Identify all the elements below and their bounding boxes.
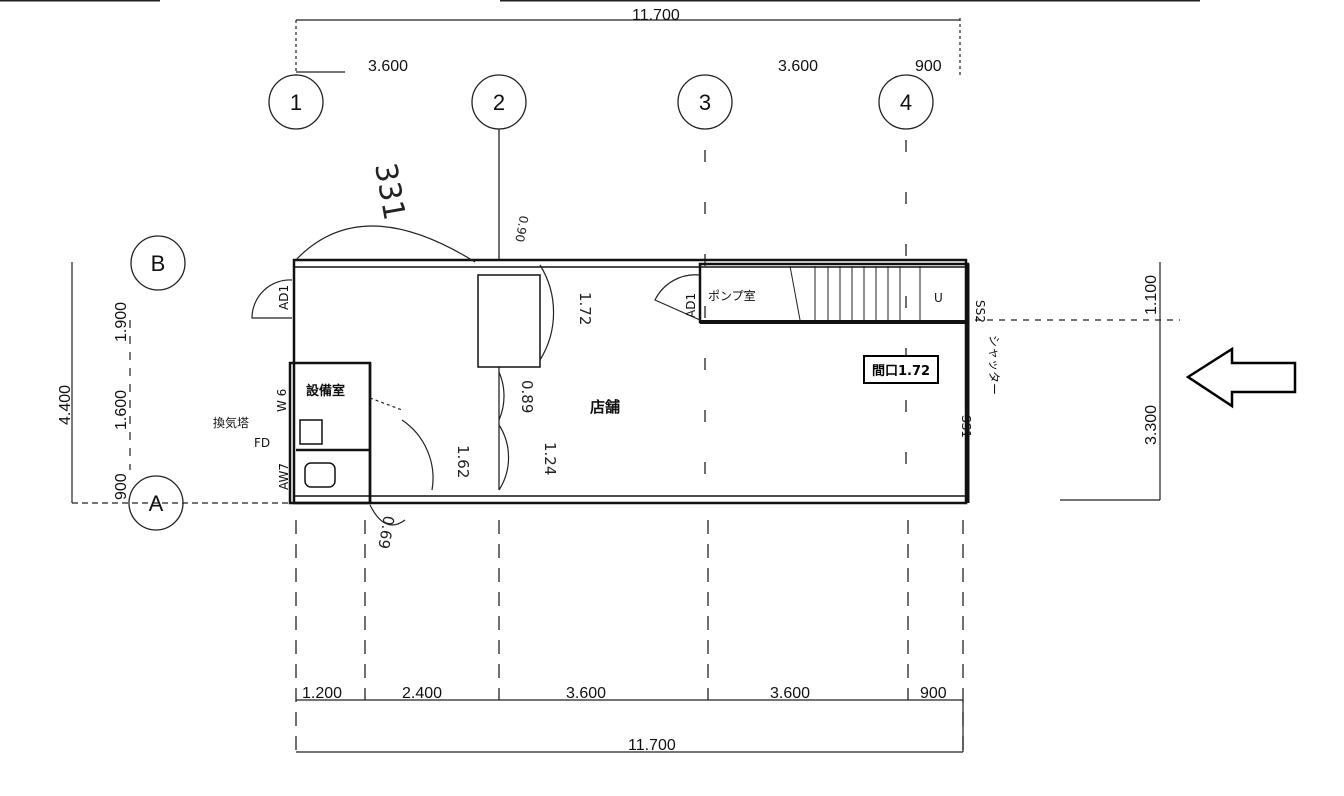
dim-bottom-3: 3.600 [566,685,606,702]
handwritten-331: 331 [367,160,411,222]
bottom-dimension-lines [296,699,964,753]
label-w6: W 6 [275,389,289,412]
dim-left-middle: 1.600 [113,390,130,430]
dim-bottom-5: 900 [920,685,947,702]
label-u: U [934,291,943,305]
frontage-badge: 間口1.72 [863,355,940,384]
dim-top-end: 900 [915,58,942,75]
handwritten-069: 0.69 [374,514,398,550]
door-swings [251,225,701,526]
handwritten-162: 1.62 [454,445,472,478]
dim-right-lower: 3.300 [1143,405,1160,445]
label-ss1: SS1 [959,415,973,438]
dim-bottom-1: 1.200 [302,685,342,702]
dim-right-upper: 1.100 [1143,275,1160,315]
dim-left-total: 4.400 [57,385,74,425]
stairs [789,265,921,321]
room-store: 店舗 [590,398,620,416]
grid-lines [128,74,964,760]
dim-top-right: 3.600 [778,58,818,75]
axis-1: 1 [290,90,302,115]
label-vent: 換気塔 [213,415,249,430]
axis-3: 3 [699,90,711,115]
dim-left-upper: 1.900 [113,302,130,342]
walls [288,258,970,505]
arrow-left-icon [1185,346,1297,409]
axis-4: 4 [900,90,912,115]
room-pump: ポンプ室 [708,288,756,303]
left-dimension-lines [71,262,290,504]
dim-left-lower: 900 [113,473,130,500]
label-shutter: シャッター [987,335,1001,395]
label-ad1-pump: AD1 [684,293,698,318]
handwritten-089: 0.89 [518,380,536,413]
room-equipment: 設備室 [306,383,345,399]
label-ad1-left: AD1 [277,285,291,310]
dim-top-total: 11.700 [632,7,680,24]
handwritten-090: 0.90 [512,214,530,243]
top-dimension-lines [0,0,1200,75]
axis-B: B [151,251,166,276]
dim-bottom-total: 11.700 [628,737,676,754]
dim-top-left: 3.600 [368,58,408,75]
dim-bottom-4: 3.600 [770,685,810,702]
handwritten-172: 1.72 [576,292,594,325]
right-dimension-lines [975,262,1180,501]
dim-bottom-2: 2.400 [402,685,442,702]
label-ss2: SS2 [973,300,987,323]
handwritten-124: 1.24 [541,442,559,475]
axis-2: 2 [493,90,505,115]
label-aw7: AW7 [277,463,291,490]
label-fd: FD [254,436,270,450]
